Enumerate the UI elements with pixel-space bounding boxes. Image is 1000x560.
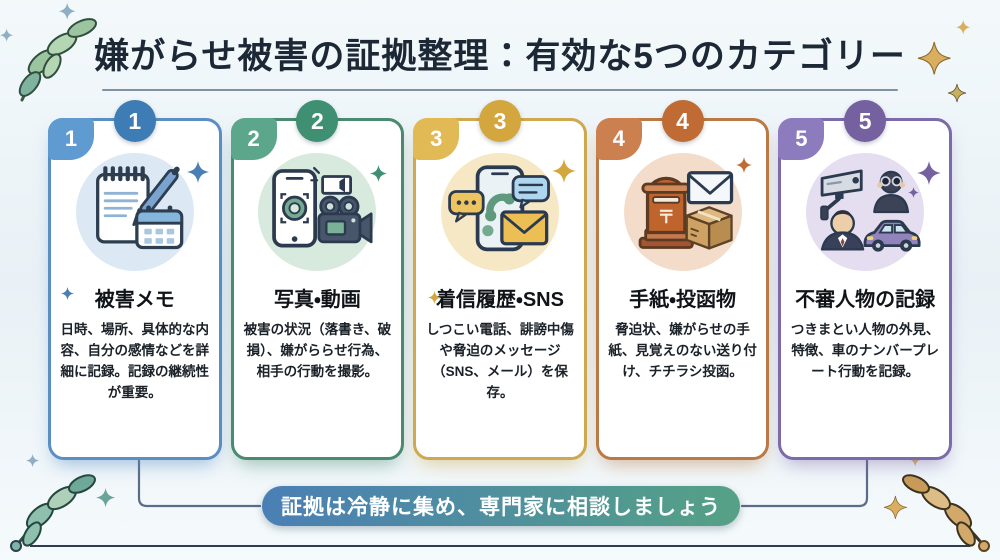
- notepad-pen-calendar-icon: [75, 153, 194, 271]
- card-number-corner-badge: 3: [413, 118, 460, 160]
- card-title: 着信履歴・SNS: [436, 289, 564, 311]
- postbox-envelope-package-icon: 〒: [623, 153, 742, 271]
- svg-text:〒: 〒: [657, 208, 675, 228]
- sparkle-icon: [370, 165, 388, 182]
- card-letters-mail: 4 4 〒: [595, 100, 770, 460]
- leaf-branch-icon: [883, 452, 990, 552]
- sparkle-icon: [428, 291, 442, 304]
- card-number-corner-badge: 1: [48, 118, 94, 160]
- leaf-branch-icon: [10, 454, 116, 552]
- card-title: 写真・動画: [273, 289, 361, 311]
- sparkle-icon: [916, 161, 941, 185]
- card-description: 日時、場所、具体的な内容、自分の感情などを詳細に記録。記録の継続性が重要。: [60, 322, 210, 400]
- card-number-circle-badge: 1: [113, 100, 156, 142]
- card-number-corner-badge: 4: [595, 118, 642, 160]
- card-number-circle-badge: 3: [478, 100, 521, 142]
- card-number-circle-badge: 4: [661, 100, 704, 142]
- sparkle-icon: [907, 187, 919, 198]
- card-number-circle-badge: 5: [844, 100, 887, 142]
- smartphone-camera-video-icon: [258, 153, 377, 271]
- title-underline: [102, 89, 898, 91]
- card-description: 脅迫状、嫌がらせの手紙、見覚えのない送り付け、チチラシ投函。: [608, 322, 757, 379]
- page-title: 嫌がらせ被害の証拠整理：有効な5つのカテゴリー: [94, 37, 906, 76]
- card-description: 被害の状況（落書き、破損）、嫌がららせ行為、相手の行動を撮影。: [243, 322, 392, 379]
- footer-banner: 証拠は冷静に集め、専門家に相談しましょう: [262, 486, 740, 526]
- card-damage-memo: 1 1: [48, 100, 222, 460]
- sparkle-icon: [186, 161, 209, 183]
- card-call-history-sns: 3 3: [413, 100, 587, 460]
- card-title: 不審人物の記録: [795, 289, 936, 311]
- phone-chat-mail-icon: [440, 153, 559, 271]
- card-title: 手紙・投函物: [629, 289, 736, 311]
- card-number-corner-badge: 2: [230, 118, 277, 160]
- sparkle-icon: [61, 287, 74, 300]
- category-cards-row: 1 1: [48, 100, 952, 460]
- card-description: つきまとい人物の外見、特徴、車のナンバープレート行動を記録。: [790, 322, 940, 379]
- sparkle-icon: [551, 159, 576, 183]
- card-description: しつこい電話、誹謗中傷や脅迫のメッセージ（SNS、メール）を保存。: [426, 322, 574, 400]
- card-number-corner-badge: 5: [778, 118, 825, 160]
- card-number-circle-badge: 2: [296, 100, 339, 142]
- card-photo-video: 2 2: [230, 100, 405, 460]
- card-suspicious-person-record: 5 5: [778, 100, 952, 460]
- sparkle-icon: [58, 2, 76, 20]
- cctv-stalker-car-icon: [806, 153, 925, 271]
- card-title: 被害メモ: [94, 289, 175, 311]
- sparkle-icon: [736, 157, 753, 173]
